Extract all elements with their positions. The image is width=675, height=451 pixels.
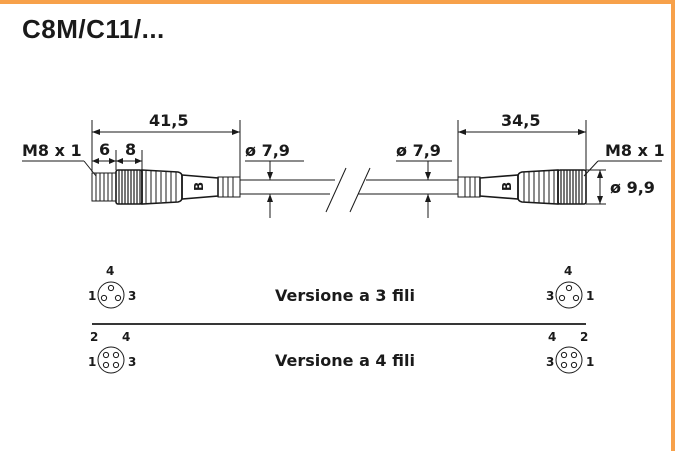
- dim-label-34-5: 34,5: [501, 111, 540, 130]
- pin-3w-right-right: 1: [586, 289, 594, 303]
- marking-right: B: [500, 182, 514, 191]
- marking-left: B: [192, 182, 206, 191]
- cable-dia-right-label: ø 7,9: [396, 141, 441, 160]
- dim-right-thread: M8 x 1: [583, 141, 665, 177]
- pin-4w-left-right: 3: [128, 355, 136, 369]
- version-4-wire-label: Versione a 4 fili: [275, 351, 415, 370]
- pin-face-right-3: [555, 281, 583, 309]
- pin-4w-left-left: 1: [88, 355, 96, 369]
- version-3-wire-label: Versione a 3 fili: [275, 286, 415, 305]
- pin-face-left-3: [97, 281, 125, 309]
- pin-face-right-4: [555, 346, 583, 374]
- thread-left-label: M8 x 1: [22, 141, 82, 160]
- dim-left-length: 41,5: [91, 111, 241, 178]
- page-title: C8M/C11/...: [22, 14, 165, 44]
- pin-4w-right-top-left: 4: [548, 330, 556, 344]
- pin-face-left-4: [97, 346, 125, 374]
- dim-cable-dia-left: ø 7,9: [245, 141, 304, 218]
- cable: [240, 167, 458, 213]
- left-connector: B: [91, 169, 241, 205]
- dim-label-8: 8: [125, 140, 136, 159]
- dim-right-length: 34,5: [457, 111, 587, 178]
- pin-4w-right-right: 1: [586, 355, 594, 369]
- wiring-3-wire: 4 1 3 Versione a 3 fili 4 3 1: [88, 264, 594, 309]
- connector-dia-label: ø 9,9: [610, 178, 655, 197]
- dim-label-6: 6: [99, 140, 110, 159]
- dim-cable-dia-right: ø 7,9: [396, 141, 452, 218]
- dim-connector-dia: ø 9,9: [586, 169, 655, 205]
- pin-4w-right-top-right: 2: [580, 330, 588, 344]
- pin-4w-left-top-left: 2: [90, 330, 98, 344]
- right-connector: B: [457, 169, 587, 205]
- pin-3w-right-top: 4: [564, 264, 572, 278]
- pin-3w-left-right: 3: [128, 289, 136, 303]
- wiring-4-wire: 2 4 1 3 Versione a 4 fili 4 2 3 1: [88, 330, 594, 374]
- pin-4w-left-top-right: 4: [122, 330, 130, 344]
- pin-4w-right-left: 3: [546, 355, 554, 369]
- thread-right-label: M8 x 1: [605, 141, 665, 160]
- pin-3w-left-top: 4: [106, 264, 114, 278]
- pin-3w-left-left: 1: [88, 289, 96, 303]
- dim-left-thread: M8 x 1 6 8: [22, 140, 143, 177]
- pin-3w-right-left: 3: [546, 289, 554, 303]
- dim-label-41-5: 41,5: [149, 111, 188, 130]
- cable-dia-left-label: ø 7,9: [245, 141, 290, 160]
